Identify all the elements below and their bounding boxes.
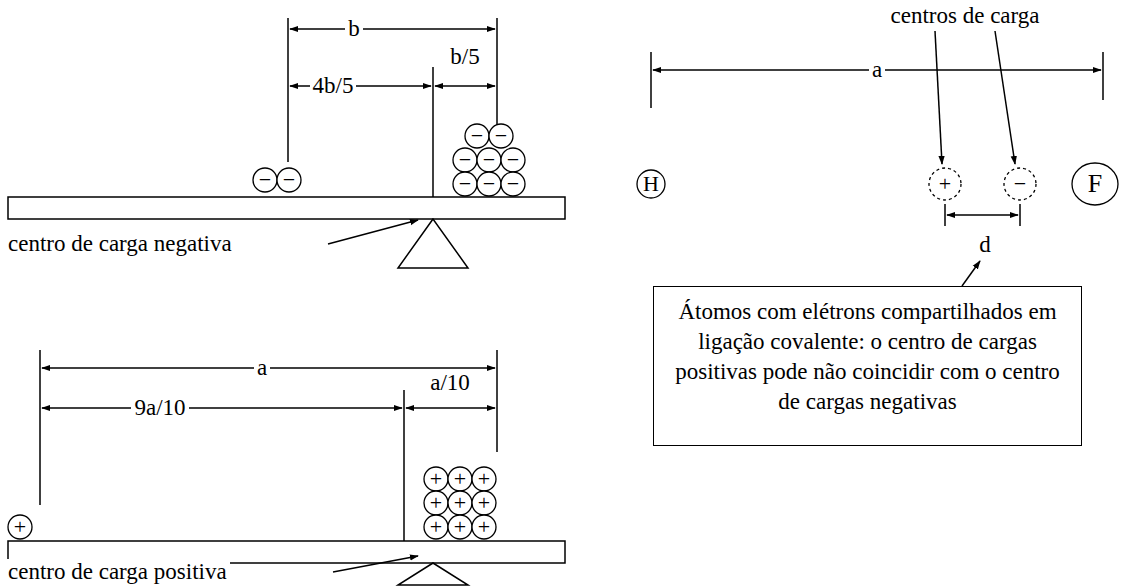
dimension-label: centros de carga xyxy=(888,3,1043,29)
beam xyxy=(8,197,565,219)
dimension-label: b/5 xyxy=(447,44,482,70)
charge-circle: − xyxy=(464,123,490,149)
caption-label: centro de carga positiva xyxy=(5,559,230,585)
extension-line xyxy=(496,18,498,125)
caption-label: centro de carga negativa xyxy=(5,231,235,257)
charge-circle: + xyxy=(447,490,473,516)
charge-circle: + xyxy=(447,514,473,540)
charge-circle: − xyxy=(488,123,514,149)
charge-circle: − xyxy=(252,167,278,193)
extension-line xyxy=(39,350,41,505)
charge-circle: + xyxy=(471,490,497,516)
charge-symbol: − xyxy=(452,171,478,197)
dimension-label: d xyxy=(976,232,994,258)
charge-symbol: + xyxy=(7,514,33,540)
dimension-line xyxy=(435,85,495,87)
leader-line xyxy=(333,556,418,572)
leader-line xyxy=(935,31,942,164)
charge-circle: − xyxy=(476,171,502,197)
charge-circle: + xyxy=(447,466,473,492)
pivot-line xyxy=(403,390,405,541)
dimension-line xyxy=(947,214,1018,216)
charge-center: + xyxy=(928,167,962,201)
charge-circle: − xyxy=(276,167,302,193)
extension-line xyxy=(1102,52,1104,100)
charge-symbol: + xyxy=(471,514,497,540)
charge-circle: + xyxy=(423,490,449,516)
dimension-line xyxy=(290,28,495,30)
charge-circle: − xyxy=(500,171,526,197)
charge-symbol: − xyxy=(252,167,278,193)
extension-line xyxy=(1019,204,1021,226)
charge-symbol: − xyxy=(452,147,478,173)
atom-circle: H xyxy=(636,169,666,199)
dimension-label: a xyxy=(254,355,270,381)
charge-symbol: + xyxy=(423,514,449,540)
charge-symbol: + xyxy=(423,490,449,516)
atom-circle: F xyxy=(1071,162,1119,206)
charge-symbol: − xyxy=(276,167,302,193)
leader-line xyxy=(328,220,418,244)
charge-symbol: − xyxy=(500,147,526,173)
charge-symbol: + xyxy=(447,466,473,492)
extension-line xyxy=(944,204,946,226)
charge-center: − xyxy=(1003,167,1037,201)
note-box: Átomos com elétrons compartilhados em li… xyxy=(653,286,1082,446)
charge-symbol: + xyxy=(447,490,473,516)
leader-line xyxy=(995,31,1015,164)
pivot-line xyxy=(432,67,434,197)
fulcrum xyxy=(398,563,468,585)
charge-symbol: H xyxy=(636,169,666,199)
charge-circle: + xyxy=(423,514,449,540)
dimension-label: b xyxy=(345,16,363,42)
dimension-label: a/10 xyxy=(427,370,473,396)
charge-symbol: − xyxy=(1003,167,1037,201)
charge-symbol: − xyxy=(476,147,502,173)
fulcrum xyxy=(398,219,468,268)
charge-symbol: − xyxy=(464,123,490,149)
extension-line xyxy=(287,18,289,162)
charge-symbol: − xyxy=(500,171,526,197)
dimension-label: 4b/5 xyxy=(310,73,357,99)
note-text: Átomos com elétrons compartilhados em li… xyxy=(668,297,1067,417)
charge-symbol: − xyxy=(488,123,514,149)
charge-circle: − xyxy=(452,147,478,173)
dimension-line xyxy=(42,407,402,409)
charge-symbol: + xyxy=(447,514,473,540)
leader-line xyxy=(962,261,980,286)
charge-circle: − xyxy=(452,171,478,197)
charge-symbol: + xyxy=(471,490,497,516)
dimension-line xyxy=(406,407,495,409)
charge-circle: + xyxy=(471,466,497,492)
charge-symbol: + xyxy=(928,167,962,201)
charge-circle: − xyxy=(500,147,526,173)
charge-symbol: + xyxy=(471,466,497,492)
charge-symbol: + xyxy=(423,466,449,492)
charge-circle: + xyxy=(7,514,33,540)
charge-circle: + xyxy=(471,514,497,540)
charge-circle: + xyxy=(423,466,449,492)
extension-line xyxy=(496,350,498,452)
dimension-label: 9a/10 xyxy=(131,395,188,421)
charge-symbol: − xyxy=(476,171,502,197)
dimension-label: a xyxy=(869,57,885,83)
charge-circle: − xyxy=(476,147,502,173)
charge-symbol: F xyxy=(1071,162,1119,206)
extension-line xyxy=(650,52,652,108)
